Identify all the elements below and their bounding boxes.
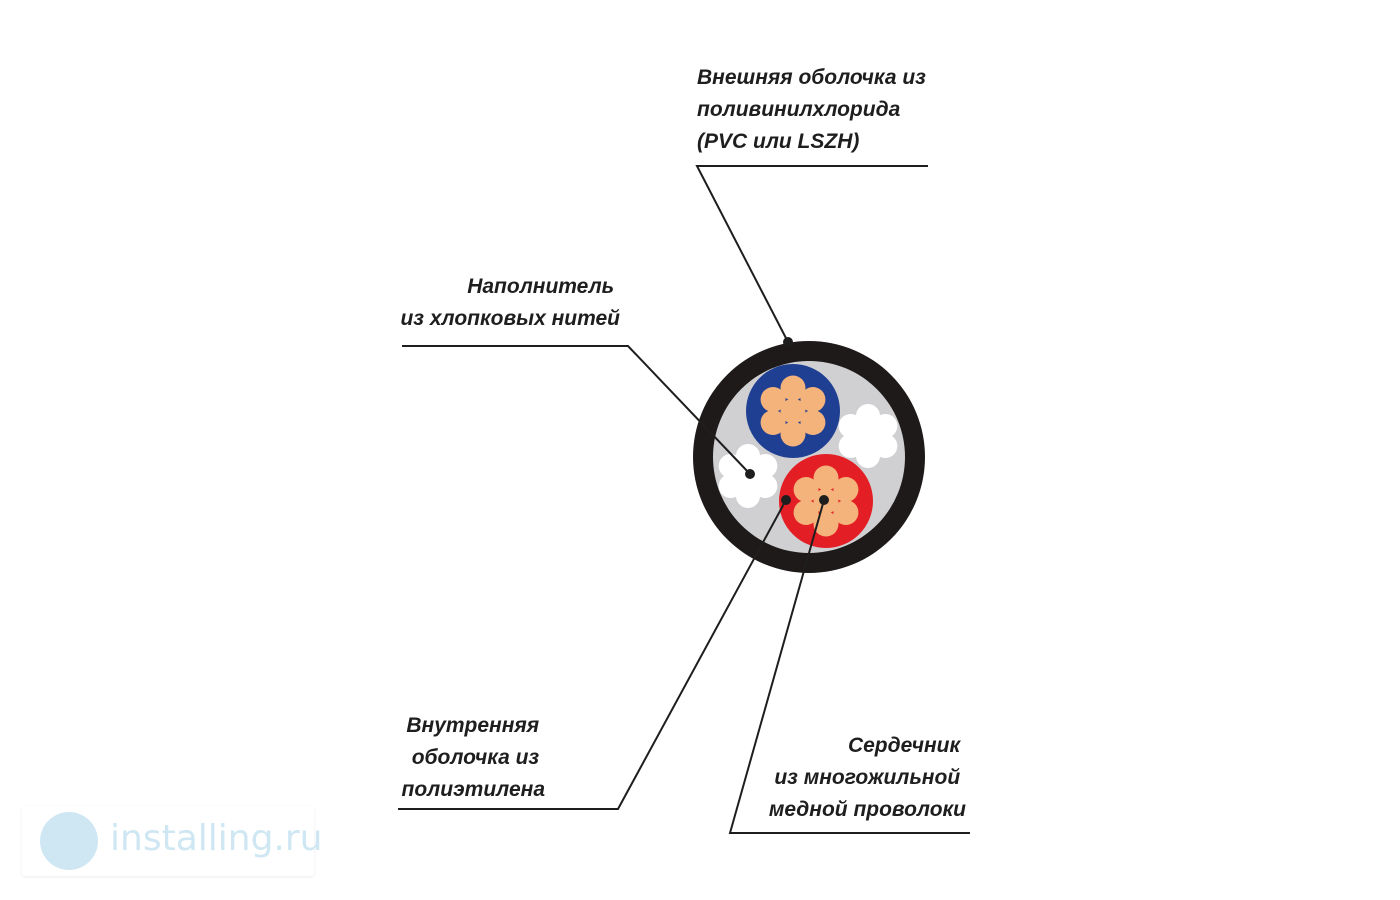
strand <box>873 414 898 438</box>
cotton-filler-left <box>718 444 778 508</box>
strand <box>800 387 826 412</box>
strand <box>856 424 880 448</box>
strand <box>780 375 806 401</box>
strand <box>813 465 839 491</box>
strand <box>793 477 819 502</box>
watermark-text: installing.ru <box>110 818 323 859</box>
strand <box>838 414 863 438</box>
leader-filler <box>402 345 755 479</box>
copper-core-blue <box>760 375 826 447</box>
leader-core <box>728 495 970 834</box>
strand <box>780 421 806 447</box>
cotton-filler-right <box>838 404 898 468</box>
strand <box>760 387 786 412</box>
strand <box>800 410 826 435</box>
copper-core-red <box>793 465 859 537</box>
strand <box>833 477 859 502</box>
strand <box>736 444 760 468</box>
label-inner-sheath: Внутренняя оболочка из полиэтилена <box>402 714 546 801</box>
strand <box>856 444 880 468</box>
strand <box>780 398 806 424</box>
strand <box>753 454 778 478</box>
strand <box>753 474 778 498</box>
logo-icon <box>40 812 98 870</box>
strand <box>833 500 859 525</box>
watermark-logo: installing.ru <box>22 806 322 876</box>
leader-outer-sheath <box>695 165 928 347</box>
strand <box>856 404 880 428</box>
leader-inner-sheath <box>398 495 791 810</box>
strand <box>793 500 819 525</box>
cable-cross-section <box>693 341 925 573</box>
strand <box>873 434 898 458</box>
strand <box>718 474 743 498</box>
label-core: Сердечник из многожильной медной проволо… <box>769 734 966 821</box>
strand <box>760 410 786 435</box>
strand <box>838 434 863 458</box>
label-filler: Наполнитель из хлопковых нитей <box>400 275 620 330</box>
strand <box>736 484 760 508</box>
label-outer-sheath: Внешняя оболочка из поливинилхлорида (PV… <box>697 66 932 153</box>
